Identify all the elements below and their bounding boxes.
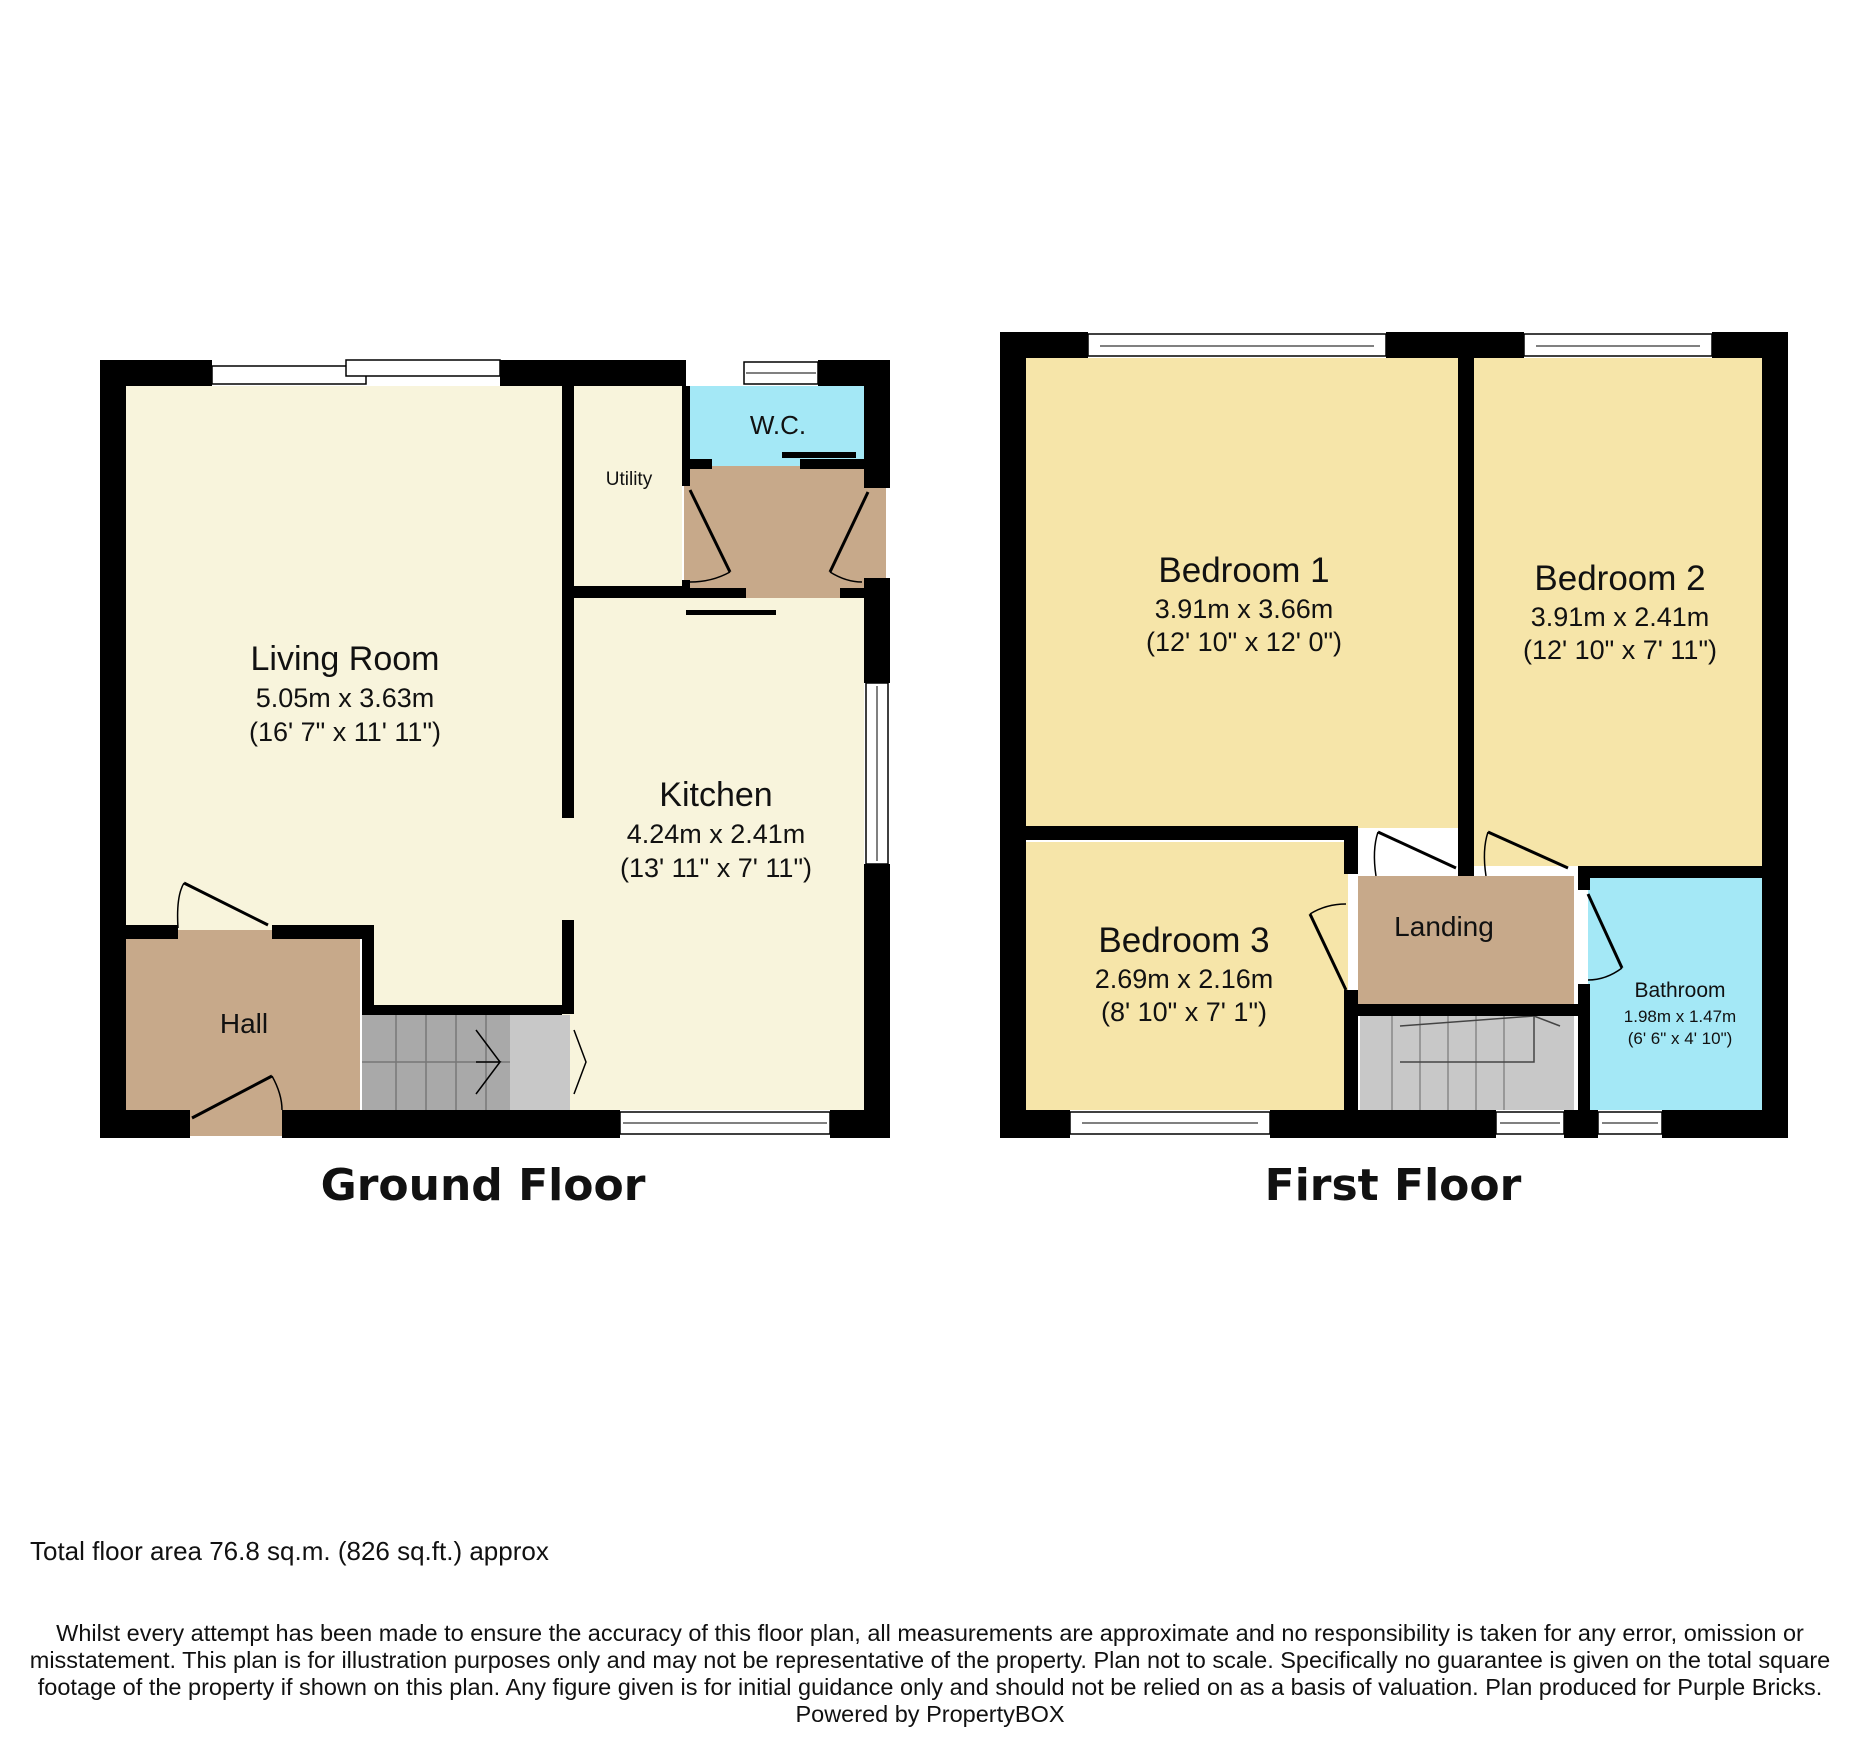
disclaimer-text: Whilst every attempt has been made to en…: [29, 1620, 1831, 1727]
landing-name: Landing: [1394, 911, 1494, 942]
wc-fixture-bar: [782, 452, 856, 458]
ground-floor-plan: Living Room 5.05m x 3.63m (16' 7" x 11' …: [100, 359, 890, 1211]
living-room-area: [126, 386, 562, 1005]
bathroom-metric: 1.98m x 1.47m: [1624, 1007, 1736, 1026]
wc-name: W.C.: [750, 410, 806, 440]
bedroom1-area: [1026, 358, 1458, 828]
bathroom-imperial: (6' 6" x 4' 10"): [1628, 1029, 1733, 1048]
kitchen-name: Kitchen: [659, 776, 772, 814]
ground-floor-title: Ground Floor: [321, 1160, 646, 1211]
ground-stairs: [362, 1015, 510, 1111]
first-floor-title: First Floor: [1265, 1160, 1522, 1211]
ground-window-lines: [623, 372, 878, 1124]
hall-name: Hall: [220, 1008, 268, 1039]
first-doors: [1308, 830, 1624, 991]
ground-walls: [100, 360, 890, 1138]
living-room-name: Living Room: [251, 640, 440, 678]
first-windows: [1069, 333, 1713, 1135]
bedroom2-area: [1474, 358, 1762, 866]
bedroom1-metric: 3.91m x 3.66m: [1155, 594, 1334, 624]
bedroom3-name: Bedroom 3: [1098, 921, 1269, 960]
living-room-metric: 5.05m x 3.63m: [256, 683, 435, 713]
hall-step: [190, 1110, 282, 1136]
kitchen-imperial: (13' 11" x 7' 11"): [620, 853, 812, 883]
bedroom2-imperial: (12' 10" x 7' 11"): [1523, 635, 1717, 665]
first-stair-arrow: [1399, 1014, 1561, 1063]
kitchen-metric: 4.24m x 2.41m: [627, 819, 806, 849]
ground-doors: [176, 489, 870, 1120]
first-stair-treads: [1391, 1016, 1505, 1110]
landing-area: [1358, 876, 1574, 1004]
bedroom2-name: Bedroom 2: [1534, 559, 1705, 598]
first-walls: [1000, 332, 1788, 1138]
bathroom-name: Bathroom: [1634, 979, 1725, 1002]
utility-area: [574, 386, 682, 586]
bedroom1-imperial: (12' 10" x 12' 0"): [1146, 627, 1342, 657]
ground-cupboard: [510, 1015, 570, 1111]
first-window-lines: [1082, 345, 1700, 1124]
bedroom1-name: Bedroom 1: [1158, 551, 1329, 590]
bedroom3-metric: 2.69m x 2.16m: [1095, 964, 1274, 994]
utility-name: Utility: [606, 469, 653, 490]
first-floor-plan: Bedroom 1 3.91m x 3.66m (12' 10" x 12' 0…: [1000, 332, 1788, 1211]
hall-area: [126, 930, 360, 1110]
kitchen-fixture-bar: [686, 610, 776, 615]
kitchen-area: [562, 598, 864, 1110]
stair-direction-arrow: [475, 1029, 502, 1095]
bedroom2-metric: 3.91m x 2.41m: [1531, 602, 1710, 632]
living-room-imperial: (16' 7" x 11' 11"): [249, 717, 441, 747]
total-floor-area: Total floor area 76.8 sq.m. (826 sq.ft.)…: [30, 1536, 549, 1566]
bathroom-area: [1588, 876, 1762, 1110]
bedroom3-imperial: (8' 10" x 7' 1"): [1101, 997, 1267, 1027]
first-stairs: [1360, 1016, 1574, 1110]
wc-lobby-area: [684, 466, 886, 598]
bedroom3-area: [1026, 842, 1348, 1110]
